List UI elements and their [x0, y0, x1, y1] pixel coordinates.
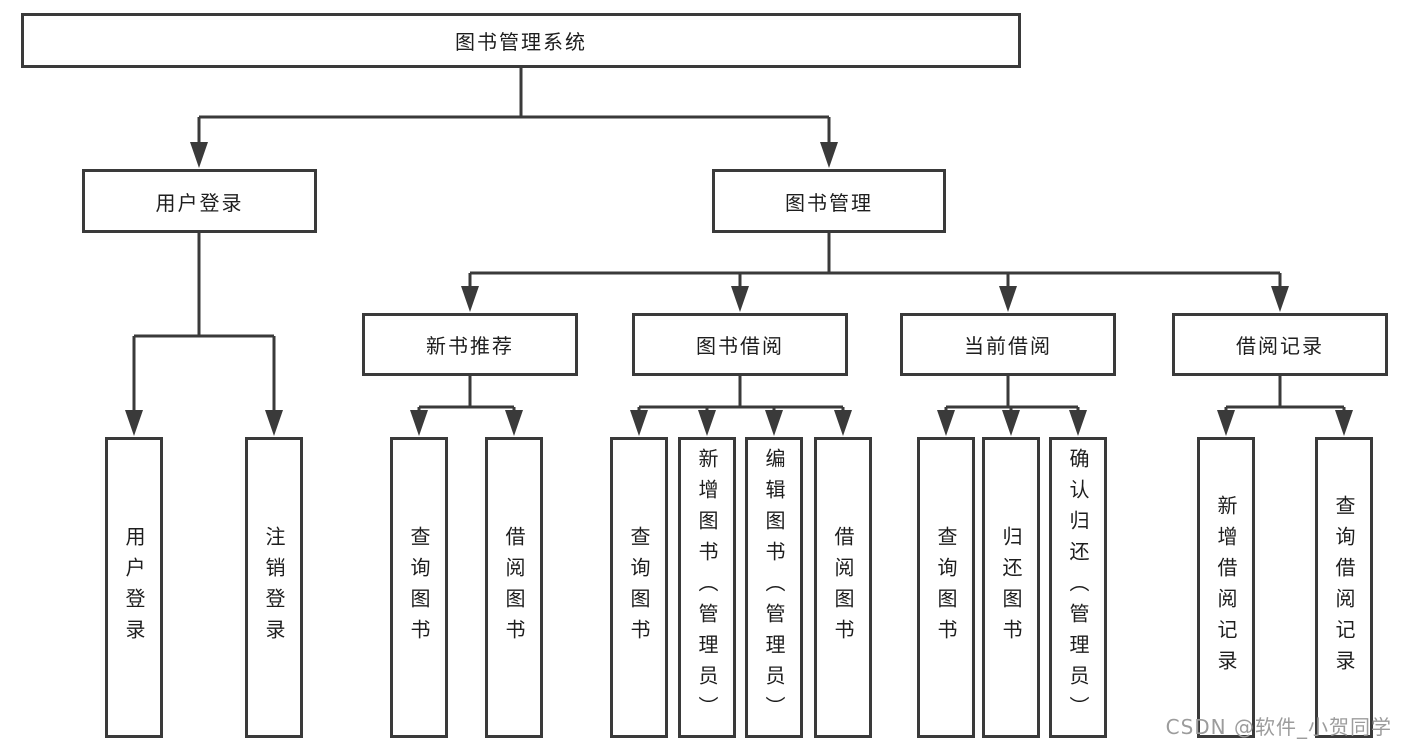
node-user-login: 用户登录 [82, 169, 317, 233]
leaf-add-borrow-record-label: 新增借阅记录 [1214, 494, 1238, 681]
leaf-user-login-label: 用户登录 [122, 525, 146, 650]
leaf-query-book-current-label: 查询图书 [934, 525, 958, 650]
leaf-query-book-borrow: 查询图书 [610, 437, 668, 738]
node-borrow-records-label: 借阅记录 [1236, 334, 1324, 358]
leaf-add-book-admin: 新增图书（管理员） [678, 437, 736, 738]
node-root: 图书管理系统 [21, 13, 1021, 68]
node-book-borrow: 图书借阅 [632, 313, 848, 376]
node-new-book-recommend-label: 新书推荐 [426, 334, 514, 358]
leaf-borrow-book-recommend: 借阅图书 [485, 437, 543, 738]
leaf-add-book-admin-label: 新增图书（管理员） [695, 448, 719, 727]
node-new-book-recommend: 新书推荐 [362, 313, 578, 376]
leaf-query-borrow-record-label: 查询借阅记录 [1332, 494, 1356, 681]
leaf-query-book-borrow-label: 查询图书 [627, 525, 651, 650]
node-current-borrow: 当前借阅 [900, 313, 1116, 376]
leaf-return-book: 归还图书 [982, 437, 1040, 738]
leaf-query-book-recommend-label: 查询图书 [407, 525, 431, 650]
node-user-login-label: 用户登录 [155, 190, 244, 215]
leaf-add-borrow-record: 新增借阅记录 [1197, 437, 1255, 738]
node-book-mgmt-label: 图书管理 [785, 190, 873, 215]
leaf-edit-book-admin: 编辑图书（管理员） [745, 437, 803, 738]
leaf-user-login: 用户登录 [105, 437, 163, 738]
leaf-query-book-current: 查询图书 [917, 437, 975, 738]
arrowheads [125, 142, 1353, 436]
leaf-edit-book-admin-label: 编辑图书（管理员） [762, 448, 786, 727]
leaf-query-book-recommend: 查询图书 [390, 437, 448, 738]
leaf-borrow-book: 借阅图书 [814, 437, 872, 738]
leaf-borrow-book-recommend-label: 借阅图书 [502, 525, 526, 650]
leaf-confirm-return-admin-label: 确认归还（管理员） [1066, 448, 1090, 727]
leaf-borrow-book-label: 借阅图书 [831, 525, 855, 650]
csdn-watermark: CSDN @软件_小贺同学 [1165, 715, 1392, 739]
leaf-logout: 注销登录 [245, 437, 303, 738]
leaf-return-book-label: 归还图书 [999, 525, 1023, 650]
node-root-label: 图书管理系统 [455, 30, 587, 54]
leaf-logout-label: 注销登录 [262, 525, 286, 650]
node-current-borrow-label: 当前借阅 [964, 334, 1052, 358]
leaf-query-borrow-record: 查询借阅记录 [1315, 437, 1373, 738]
node-book-mgmt: 图书管理 [712, 169, 946, 233]
leaf-confirm-return-admin: 确认归还（管理员） [1049, 437, 1107, 738]
node-book-borrow-label: 图书借阅 [696, 334, 784, 358]
node-borrow-records: 借阅记录 [1172, 313, 1388, 376]
